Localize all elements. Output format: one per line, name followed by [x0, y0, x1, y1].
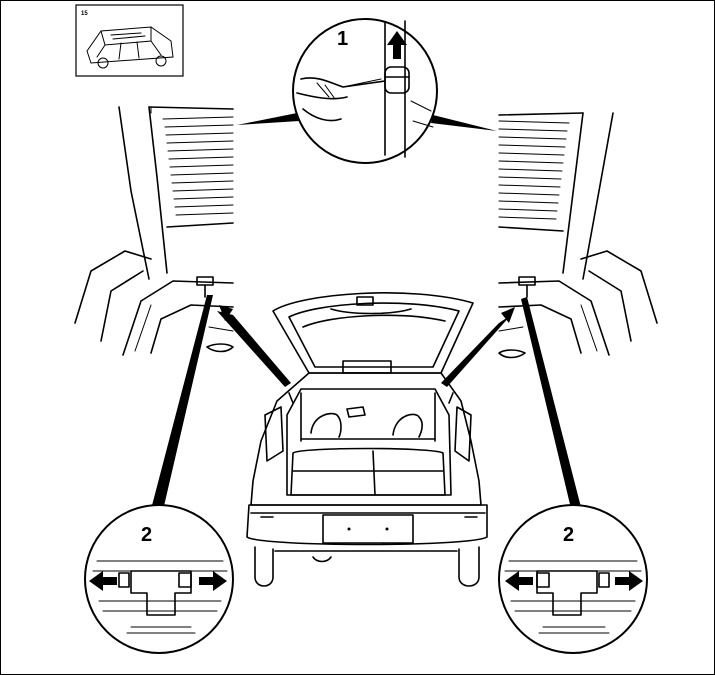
left-pillar-detail: [74, 106, 234, 356]
callout-2-left: 2: [84, 504, 234, 654]
clip: [384, 66, 410, 94]
right-arrow-icon: [615, 571, 643, 591]
car-rear-view: [246, 292, 488, 587]
callout-2-right-label: 2: [563, 524, 574, 546]
pointer-wedges: [149, 113, 583, 519]
callout-1-label: 1: [337, 28, 348, 50]
right-glass-lines: [498, 120, 570, 220]
left-arrow-icon: [89, 571, 117, 591]
callout-2-left-label: 2: [141, 524, 152, 546]
right-arrow-icon: [199, 571, 227, 591]
left-glass-lines: [162, 116, 234, 216]
right-striker-bracket: [536, 570, 598, 616]
thumbnail-car-icon: 15: [75, 4, 184, 77]
left-arrow-icon: [505, 571, 533, 591]
callout-2-right: 2: [498, 504, 648, 654]
right-pillar-detail: [498, 112, 658, 359]
thumbnail-code: 15: [81, 11, 88, 17]
callout-1: 1: [292, 18, 438, 164]
license-plate: [322, 514, 414, 544]
up-arrow-icon: [387, 31, 407, 59]
